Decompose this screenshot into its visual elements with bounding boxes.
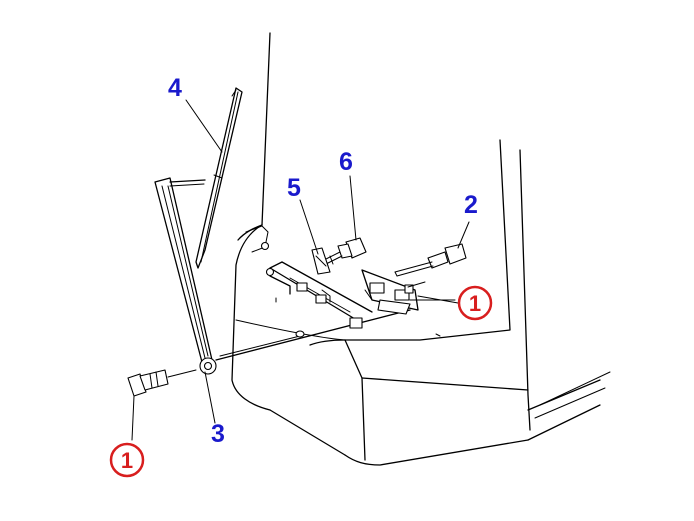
circled-callout-1-left: 1 (109, 442, 145, 478)
circled-callout-1-right: 1 (457, 285, 493, 321)
cab-body-outline (231, 32, 611, 466)
leader-lines (131, 99, 470, 441)
bolt-part-1-lower (127, 369, 197, 397)
callout-number-4: 4 (168, 74, 182, 102)
wiper-arm (154, 177, 217, 375)
clip-part-5 (311, 247, 331, 275)
callout-number-5: 5 (287, 174, 301, 202)
callout-circle (109, 442, 145, 478)
callout-number-3: 3 (211, 420, 225, 448)
bolt-part-2 (394, 243, 467, 277)
callout-number-1-left: 1 (121, 448, 133, 473)
callout-circle (457, 285, 493, 321)
callout-number-1-right: 1 (469, 291, 481, 316)
callout-number-6: 6 (339, 148, 353, 176)
wiper-motor (361, 269, 456, 315)
callout-number-2: 2 (464, 191, 478, 219)
wiper-linkage (215, 261, 441, 361)
wiper-blade (195, 87, 243, 269)
